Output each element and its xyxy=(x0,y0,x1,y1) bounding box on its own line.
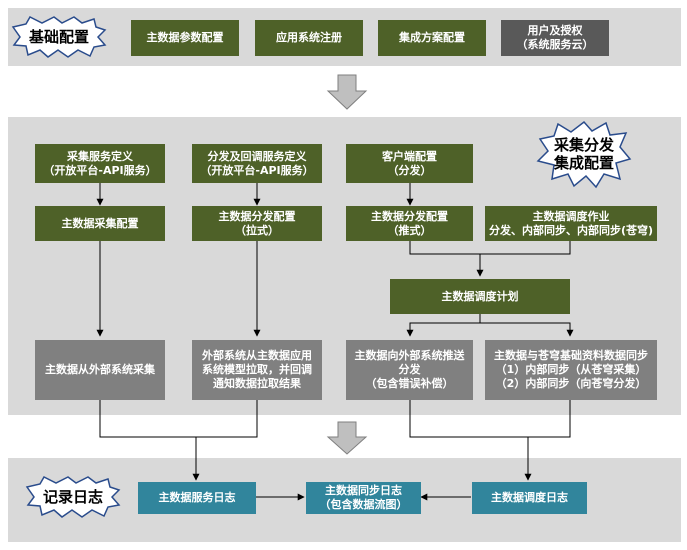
basic-config-label: 基础配置 xyxy=(28,28,89,46)
dist-callback-def-box: 分发及回调服务定义 （开放平台-API服务） xyxy=(192,144,322,183)
sync-log-box: 主数据同步日志 （包含数据流图） xyxy=(306,482,421,514)
collect-external-box: 主数据从外部系统采集 xyxy=(35,340,165,400)
logs-burst xyxy=(25,476,121,518)
collect-dist-label: 采集分发 集成配置 xyxy=(553,136,614,172)
collect-service-def-box: 采集服务定义 （开放平台-API服务） xyxy=(35,144,165,183)
transition-arrow-2 xyxy=(326,421,368,455)
collect-dist-burst xyxy=(536,120,632,189)
app-register-box: 应用系统注册 xyxy=(255,20,363,56)
service-log-box: 主数据服务日志 xyxy=(138,482,256,514)
dist-config-pull-box: 主数据分发配置 （拉式） xyxy=(192,206,322,241)
sync-cangqiong-box: 主数据与苍穹基础资料数据同步 （1）内部同步（从苍穹采集） （2）内部同步（向苍… xyxy=(485,340,657,400)
logs-label: 记录日志 xyxy=(42,488,103,506)
external-pull-box: 外部系统从主数据应用 系统模型拉取，并回调 通知数据拉取结果 xyxy=(192,340,322,400)
client-config-box: 客户端配置 （分发） xyxy=(346,144,473,183)
schedule-plan-box: 主数据调度计划 xyxy=(390,279,570,314)
param-config-box: 主数据参数配置 xyxy=(131,20,239,56)
basic-config-burst xyxy=(11,16,107,58)
schedule-log-box: 主数据调度日志 xyxy=(472,482,587,514)
integration-plan-box: 集成方案配置 xyxy=(378,20,486,56)
push-external-box: 主数据向外部系统推送 分发 （包含错误补偿） xyxy=(346,340,473,400)
dist-config-push-box: 主数据分发配置 （推式） xyxy=(346,206,473,241)
schedule-job-box: 主数据调度作业 分发、内部同步、内部同步(苍穹) xyxy=(485,206,657,241)
transition-arrow-1 xyxy=(326,74,368,110)
user-auth-box: 用户及授权 （系统服务云） xyxy=(501,20,609,56)
collect-config-box: 主数据采集配置 xyxy=(35,206,165,241)
